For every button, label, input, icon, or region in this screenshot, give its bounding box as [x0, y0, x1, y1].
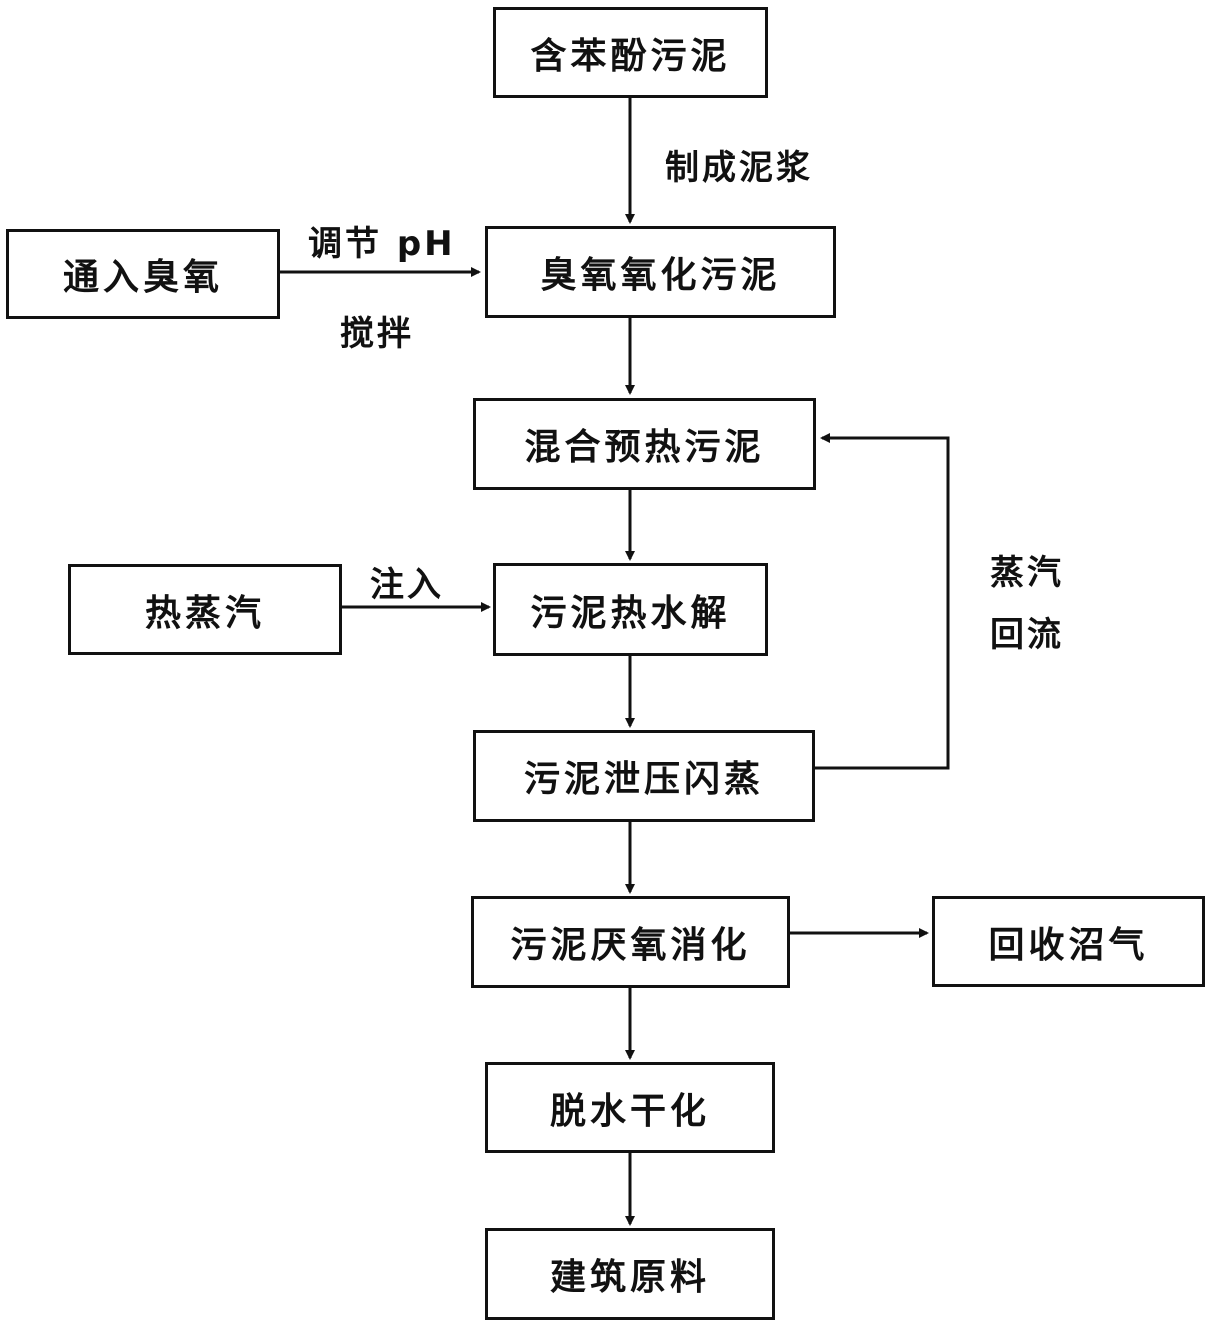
label-adjust-ph: 调节 pH	[308, 224, 456, 264]
label-make-slurry: 制成泥浆	[665, 148, 813, 188]
box-thermal-hydrolysis: 污泥热水解	[493, 563, 768, 656]
box-biogas-recovery: 回收沼气	[932, 896, 1205, 987]
box-ozone-input: 通入臭氧	[6, 229, 280, 319]
box-dewater-dry: 脱水干化	[485, 1062, 775, 1153]
box-hot-steam: 热蒸汽	[68, 564, 342, 655]
label-inject: 注入	[370, 565, 444, 605]
box-phenol-sludge: 含苯酚污泥	[493, 7, 768, 98]
label-stir: 搅拌	[340, 314, 414, 354]
box-building-material: 建筑原料	[485, 1228, 775, 1320]
label-steam-reflux-line2: 回流	[990, 615, 1064, 655]
box-ozone-oxidation: 臭氧氧化污泥	[485, 226, 836, 318]
label-steam-reflux-line1: 蒸汽	[990, 553, 1064, 593]
arrow-steam-reflux	[815, 433, 950, 770]
box-mix-preheat: 混合预热污泥	[473, 398, 816, 490]
box-anaerobic-digestion: 污泥厌氧消化	[471, 896, 790, 988]
box-flash-evaporation: 污泥泄压闪蒸	[473, 730, 815, 822]
